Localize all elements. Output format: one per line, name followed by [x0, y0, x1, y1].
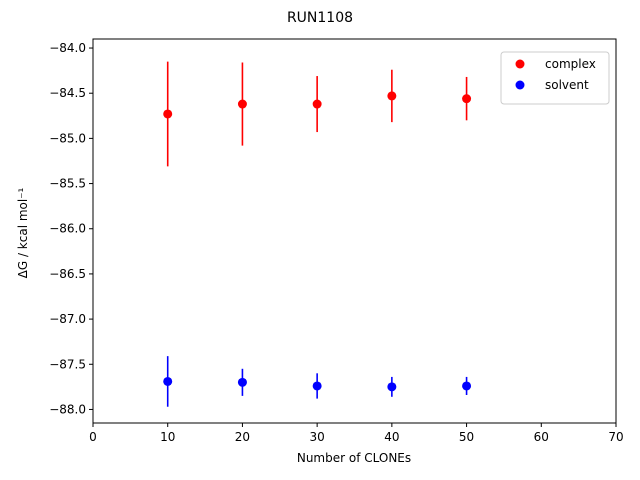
data-point [312, 99, 322, 109]
y-tick-label: −87.0 [49, 312, 86, 326]
data-point [462, 94, 472, 104]
data-point [462, 381, 472, 391]
data-point [163, 376, 173, 386]
y-tick-label: −86.0 [49, 222, 86, 236]
legend-label: solvent [545, 78, 589, 92]
x-tick-label: 30 [310, 430, 325, 444]
x-tick-label: 40 [384, 430, 399, 444]
data-point [387, 382, 397, 392]
plot-frame [92, 38, 617, 424]
legend-box [500, 51, 610, 105]
data-point [312, 381, 322, 391]
x-tick-label: 20 [235, 430, 250, 444]
y-tick-label: −84.5 [49, 86, 86, 100]
y-axis-label: ΔG / kcal mol⁻¹ [16, 187, 30, 278]
y-tick-label: −88.0 [49, 402, 86, 416]
data-point [237, 377, 247, 387]
legend-label: complex [545, 57, 596, 71]
x-tick-label: 10 [160, 430, 175, 444]
chart-title: RUN1108 [287, 10, 353, 26]
x-tick-label: 50 [459, 430, 474, 444]
y-tick-label: −85.0 [49, 131, 86, 145]
legend-marker [515, 80, 525, 90]
data-point [163, 109, 173, 119]
legend-marker [515, 59, 525, 69]
x-tick-label: 70 [608, 430, 623, 444]
y-tick-label: −85.5 [49, 177, 86, 191]
legend: complex solvent [500, 51, 610, 105]
y-tick-label: −86.5 [49, 267, 86, 281]
x-tick-label: 60 [534, 430, 549, 444]
y-tick-label: −84.0 [49, 41, 86, 55]
data-point [237, 99, 247, 109]
x-tick-label: 0 [89, 430, 97, 444]
y-tick-label: −87.5 [49, 357, 86, 371]
x-axis-label: Number of CLONEs [297, 451, 411, 465]
data-point [387, 91, 397, 101]
